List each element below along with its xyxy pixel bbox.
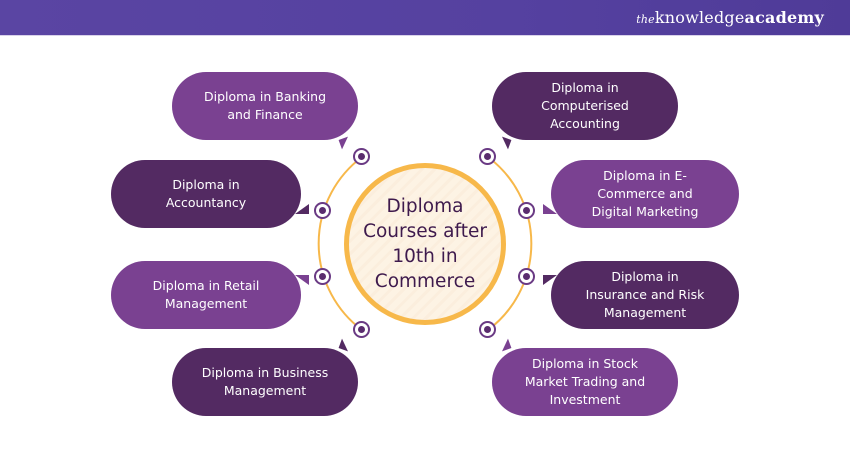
header-bar: theknowledgeacademy — [0, 0, 850, 36]
connector-dot-right-lower — [518, 268, 535, 285]
right-connector-arc — [487, 156, 533, 331]
course-label: Diploma in Computerised Accounting — [541, 80, 629, 131]
connector-dot-right-upper — [518, 202, 535, 219]
connector-dot-top-right — [479, 148, 496, 165]
course-bubble-ecommerce-digital-marketing: Diploma in E-Commerce and Digital Market… — [543, 160, 739, 228]
course-label: Diploma in Insurance and Risk Management — [585, 269, 705, 320]
bubble-tail — [543, 275, 557, 285]
bubble-tail — [295, 204, 309, 214]
center-topic-circle: Diploma Courses after 10th in Commerce — [344, 163, 506, 325]
brand-prefix: the — [636, 13, 655, 26]
left-connector-arc — [317, 156, 363, 331]
course-bubble-stock-market-trading: Diploma in Stock Market Trading and Inve… — [492, 338, 678, 416]
course-label: Diploma in Stock Market Trading and Inve… — [524, 356, 646, 407]
course-label: Diploma in Banking and Finance — [203, 89, 327, 122]
connector-dot-bottom-left — [353, 321, 370, 338]
course-bubble-business-management: Diploma in Business Management — [172, 338, 358, 416]
connector-dot-left-lower — [314, 268, 331, 285]
brand-logo: theknowledgeacademy — [636, 8, 824, 27]
course-label: Diploma in Accountancy — [165, 177, 247, 210]
course-bubble-retail-management: Diploma in Retail Management — [111, 261, 309, 329]
course-bubble-insurance-risk-management: Diploma in Insurance and Risk Management — [543, 261, 739, 329]
course-label: Diploma in Retail Management — [152, 278, 260, 311]
connector-dot-top-left — [353, 148, 370, 165]
course-label: Diploma in E-Commerce and Digital Market… — [591, 168, 699, 219]
course-label: Diploma in Business Management — [201, 365, 329, 398]
center-topic-title: Diploma Courses after 10th in Commerce — [363, 196, 487, 292]
brand-word-knowledge: knowledge — [654, 8, 745, 27]
bubble-tail — [543, 204, 557, 214]
bubble-tail — [295, 275, 309, 285]
course-bubble-accountancy: Diploma in Accountancy — [111, 160, 309, 228]
connector-dot-bottom-right — [479, 321, 496, 338]
course-bubble-banking-finance: Diploma in Banking and Finance — [172, 72, 358, 150]
brand-word-academy: academy — [744, 8, 824, 27]
connector-dot-left-upper — [314, 202, 331, 219]
course-bubble-computerised-accounting: Diploma in Computerised Accounting — [492, 72, 678, 150]
